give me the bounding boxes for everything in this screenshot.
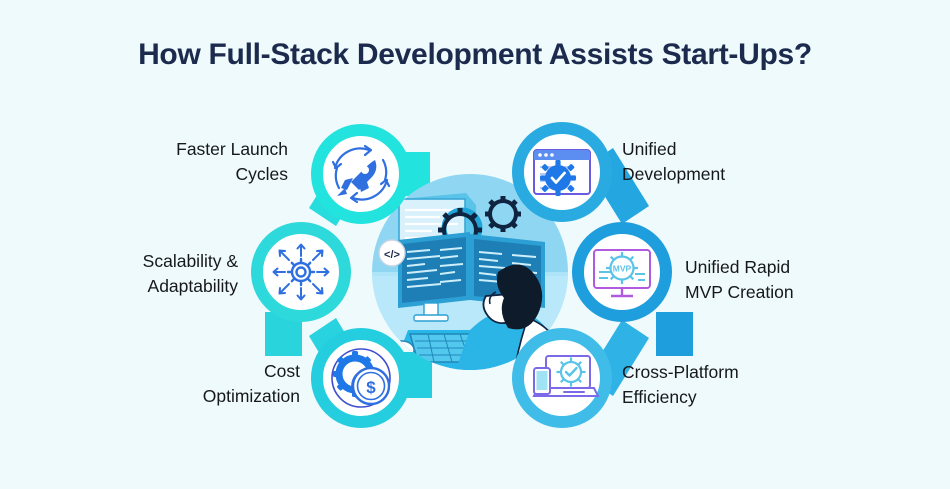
check-icon <box>550 171 566 184</box>
page-title: How Full-Stack Development Assists Start… <box>138 38 812 71</box>
label-scalability-adaptability: Scalability & Adaptability <box>142 251 238 296</box>
connector-right-mid-outer <box>656 312 693 356</box>
gear-small-illustration <box>485 196 521 232</box>
gear-expand-arrows-icon <box>272 243 330 301</box>
check-icon <box>564 366 578 377</box>
browser-window-check-icon <box>533 149 591 196</box>
label-unified-rapid-mvp: Unified Rapid MVP Creation <box>685 257 794 302</box>
label-faster-launch-cycles: Faster Launch Cycles <box>176 139 288 184</box>
laptop-phone-gear-icon <box>532 355 600 397</box>
monitor-mvp-gear-icon: MVP <box>593 249 651 298</box>
rocket-cycle-icon <box>331 144 391 204</box>
monitor-left <box>398 232 470 322</box>
phone-screen <box>536 371 548 390</box>
ring-scalability-adaptability[interactable] <box>251 222 351 322</box>
center-illustration: </> <box>372 174 568 370</box>
svg-text:</>: </> <box>384 249 400 261</box>
label-unified-development: Unified Development <box>622 139 726 184</box>
label-cost-optimization: Cost Optimization <box>202 361 300 406</box>
connector-left-mid-outer <box>265 312 302 356</box>
mvp-label: MVP <box>613 264 632 274</box>
svg-text:$: $ <box>366 378 376 397</box>
code-badge-icon: </> <box>378 239 406 267</box>
gear-dollar-coin-icon: $ <box>331 348 391 408</box>
label-cross-platform-efficiency: Cross-Platform Efficiency <box>622 362 739 407</box>
